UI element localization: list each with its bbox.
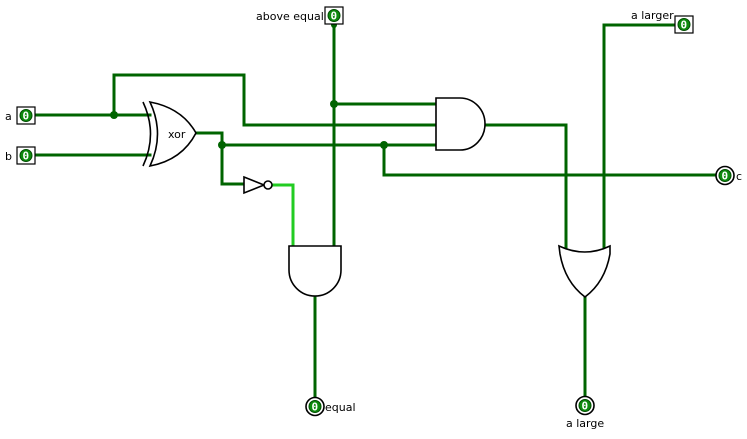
input-pin-above-equal-label: above equal (256, 10, 324, 23)
input-pin-above-equal-value: 0 (331, 10, 338, 23)
wire-and3-out (482, 123, 568, 254)
output-pin-equal-label: equal (325, 401, 356, 414)
junction-dot (218, 141, 226, 149)
output-pin-c[interactable]: 0 (715, 165, 735, 186)
output-pin-a-large-label: a large (566, 417, 604, 430)
or-gate[interactable] (558, 244, 611, 299)
xor-gate[interactable]: xor (142, 100, 197, 168)
wire-a-larger (602, 23, 676, 254)
output-pin-a-large[interactable]: 0 (575, 395, 595, 416)
wires (33, 22, 718, 400)
wire-xor-out (194, 131, 246, 186)
wire-a-branch (112, 73, 438, 127)
input-pin-a[interactable]: 0 (16, 106, 36, 125)
output-pin-a-large-value: 0 (582, 400, 589, 413)
junction-dot (110, 111, 118, 119)
xor-gate-label: xor (168, 128, 186, 141)
input-pin-a-larger-label: a larger (631, 9, 674, 22)
and-gate-three-input[interactable] (435, 97, 486, 151)
input-pin-a-larger-value: 0 (681, 19, 688, 32)
input-pin-b[interactable]: 0 (16, 146, 36, 165)
junction-dot (380, 141, 388, 149)
output-pin-c-label: c (736, 170, 742, 183)
input-pin-b-label: b (5, 150, 12, 163)
input-pin-above-equal[interactable]: 0 (324, 6, 344, 25)
wire-c (382, 143, 718, 177)
wire-not-out (272, 183, 295, 248)
not-gate[interactable] (243, 175, 273, 195)
output-pin-equal[interactable]: 0 (305, 396, 325, 417)
input-pin-b-value: 0 (23, 150, 30, 163)
input-pin-a-larger[interactable]: 0 (674, 15, 694, 34)
output-pin-c-value: 0 (722, 170, 729, 183)
output-pin-equal-value: 0 (312, 401, 319, 414)
junction-dot (330, 100, 338, 108)
input-pin-a-value: 0 (23, 110, 30, 123)
input-pin-a-label: a (5, 110, 12, 123)
and-gate-two-input[interactable] (288, 245, 342, 297)
junctions (110, 22, 388, 149)
